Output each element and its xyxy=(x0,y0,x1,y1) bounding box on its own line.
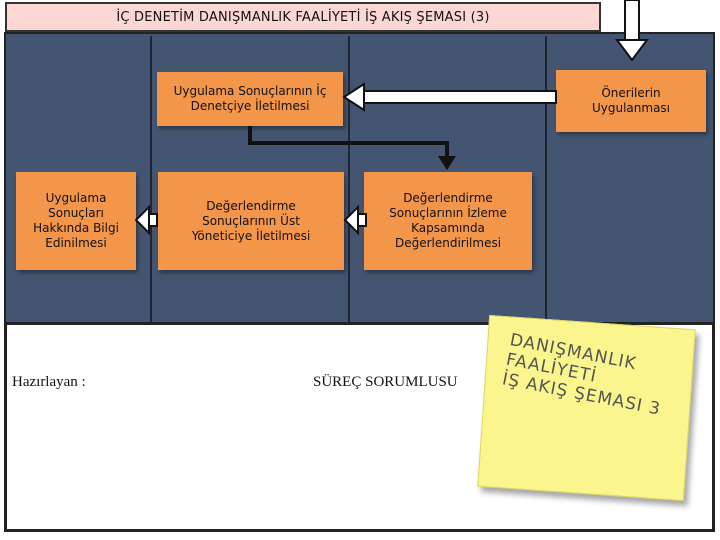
lane-divider xyxy=(150,36,152,324)
lane-divider xyxy=(348,36,350,324)
chart-title: İÇ DENETİM DANIŞMANLIK FAALİYETİ İŞ AKIŞ… xyxy=(5,2,601,32)
box-results-to-auditor: Uygulama Sonuçlarının İç Denetçiye İleti… xyxy=(157,72,343,126)
box-info-on-results: Uygulama Sonuçları Hakkında Bilgi Edinil… xyxy=(16,172,136,270)
box-results-to-top-management: Değerlendirme Sonuçlarının Üst Yöneticiy… xyxy=(158,172,344,270)
arrow-left-to-management xyxy=(343,204,367,236)
arrow-elbow-down xyxy=(248,126,456,170)
arrow-down-top xyxy=(615,0,649,62)
arrow-left-to-info xyxy=(134,204,158,236)
lane-divider xyxy=(545,36,547,324)
box-evaluate-in-monitoring: Değerlendirme Sonuçlarının İzleme Kapsam… xyxy=(364,172,532,270)
prepared-by-label: Hazırlayan : xyxy=(12,374,86,390)
box-apply-recommendations: Önerilerin Uygulanması xyxy=(556,70,706,132)
process-owner-label: SÜREÇ SORUMLUSU xyxy=(313,374,458,390)
arrow-left-to-results xyxy=(342,82,557,112)
